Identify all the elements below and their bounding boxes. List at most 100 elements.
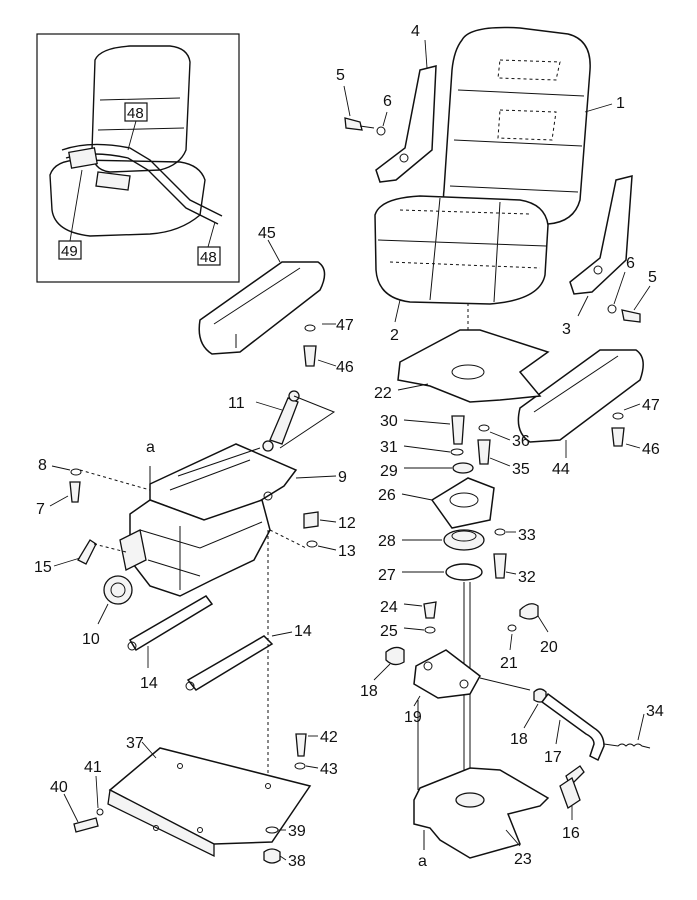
grip-16-body bbox=[559, 777, 581, 809]
mount-plate-37-lip bbox=[107, 789, 215, 858]
label-35: 35 bbox=[512, 461, 530, 478]
armrest-left-45 bbox=[198, 261, 326, 355]
label-4: 4 bbox=[411, 23, 420, 40]
label-a-top: a bbox=[146, 439, 155, 456]
bracket-left-4 bbox=[375, 65, 437, 183]
leader-5-right bbox=[633, 285, 651, 311]
leader-4 bbox=[424, 39, 428, 69]
base-plate-23 bbox=[413, 700, 550, 859]
rail-14-right-end bbox=[185, 681, 195, 691]
leader-5-left bbox=[343, 85, 351, 117]
adjust-knob-10 bbox=[103, 575, 133, 605]
knob-24 bbox=[423, 601, 437, 619]
label-6-right: 6 bbox=[626, 255, 635, 272]
seat-back-pad bbox=[497, 109, 557, 141]
label-38: 38 bbox=[288, 853, 306, 870]
leader-38 bbox=[279, 855, 287, 861]
label-20: 20 bbox=[540, 639, 558, 656]
bolt-46-right bbox=[611, 427, 625, 447]
suspension-assembly bbox=[49, 390, 337, 790]
label-19: 19 bbox=[404, 709, 422, 726]
washer-33 bbox=[494, 528, 506, 536]
washer-43 bbox=[294, 762, 306, 770]
label-15: 15 bbox=[34, 559, 52, 576]
leader-14-right bbox=[271, 631, 293, 637]
label-34: 34 bbox=[646, 703, 664, 720]
mount-hole-3 bbox=[153, 825, 159, 831]
suspension-plate-hole bbox=[263, 491, 273, 501]
inset-label-box-48-bottom bbox=[197, 246, 221, 266]
leader-31 bbox=[403, 445, 451, 453]
label-25: 25 bbox=[380, 623, 398, 640]
label-14-right: 14 bbox=[294, 623, 312, 640]
leader-35 bbox=[489, 457, 511, 467]
part-labels: 1 2 3 4 5 5 6 6 7 8 9 10 11 12 13 14 14 … bbox=[34, 23, 664, 870]
label-40: 40 bbox=[50, 779, 68, 796]
leader-46-right bbox=[625, 443, 641, 449]
rail-14-right bbox=[186, 635, 274, 691]
leader-47-right bbox=[623, 403, 641, 411]
leader-18-left bbox=[373, 663, 391, 681]
leader-21 bbox=[509, 633, 513, 651]
lock-block-hole-a bbox=[423, 661, 433, 671]
lever-17 bbox=[540, 692, 605, 762]
label-2: 2 bbox=[390, 327, 399, 344]
leader-24 bbox=[403, 603, 423, 607]
leader-20 bbox=[537, 615, 549, 633]
leader-1 bbox=[584, 103, 613, 113]
lock-block-19 bbox=[413, 649, 481, 699]
leader-40 bbox=[63, 793, 79, 823]
label-11: 11 bbox=[228, 395, 245, 412]
label-47-right: 47 bbox=[642, 397, 660, 414]
bolt-5-left-shank bbox=[359, 125, 375, 129]
leader-43 bbox=[305, 765, 319, 769]
bracket-left-hole bbox=[399, 153, 409, 163]
label-6-left: 6 bbox=[383, 93, 392, 110]
damper-11-eye-bottom bbox=[262, 440, 274, 452]
bolt-42 bbox=[295, 733, 307, 757]
leader-6-right bbox=[613, 271, 626, 305]
leader-18-right bbox=[523, 703, 539, 729]
label-10: 10 bbox=[82, 631, 100, 648]
leader-13 bbox=[317, 545, 337, 551]
bolt-7-guide bbox=[79, 469, 151, 491]
leader-6-left bbox=[382, 111, 388, 127]
mount-hole-1 bbox=[177, 763, 183, 769]
ring-27 bbox=[445, 563, 483, 581]
inset-seat-back bbox=[91, 45, 191, 173]
adjust-knob-10-center bbox=[110, 582, 126, 598]
label-36: 36 bbox=[512, 433, 530, 450]
bolt-5-right bbox=[621, 309, 641, 323]
leader-7 bbox=[49, 495, 69, 507]
bolt-5-left bbox=[344, 117, 363, 131]
seat-cushion-part bbox=[374, 195, 549, 323]
pin-21 bbox=[507, 624, 517, 632]
bushing-12 bbox=[303, 511, 319, 529]
nut-29 bbox=[452, 462, 474, 474]
seat-brackets bbox=[343, 39, 651, 323]
inset-leader-48-top bbox=[127, 120, 137, 151]
leader-12 bbox=[319, 519, 337, 523]
lock-block-hole-b bbox=[459, 679, 469, 689]
label-41: 41 bbox=[84, 759, 102, 776]
bushing-guide bbox=[269, 529, 307, 549]
rail-14-left-end bbox=[127, 641, 137, 651]
leader-25 bbox=[403, 627, 425, 631]
inset-label-48-bottom: 48 bbox=[200, 249, 217, 266]
leader-15 bbox=[53, 557, 81, 567]
label-3: 3 bbox=[562, 321, 571, 338]
bolt-32 bbox=[493, 553, 507, 579]
spring-34 bbox=[603, 743, 651, 749]
label-14-left: 14 bbox=[140, 675, 158, 692]
washer-31 bbox=[450, 448, 464, 456]
label-16: 16 bbox=[562, 825, 580, 842]
label-30: 30 bbox=[380, 413, 398, 430]
inset-seat-back-seams bbox=[97, 97, 185, 131]
label-5-right: 5 bbox=[648, 269, 657, 286]
label-27: 27 bbox=[378, 567, 396, 584]
bolt-7 bbox=[69, 481, 81, 503]
leader-9 bbox=[295, 475, 337, 479]
leader-2 bbox=[394, 299, 401, 323]
cap-20 bbox=[519, 603, 539, 620]
